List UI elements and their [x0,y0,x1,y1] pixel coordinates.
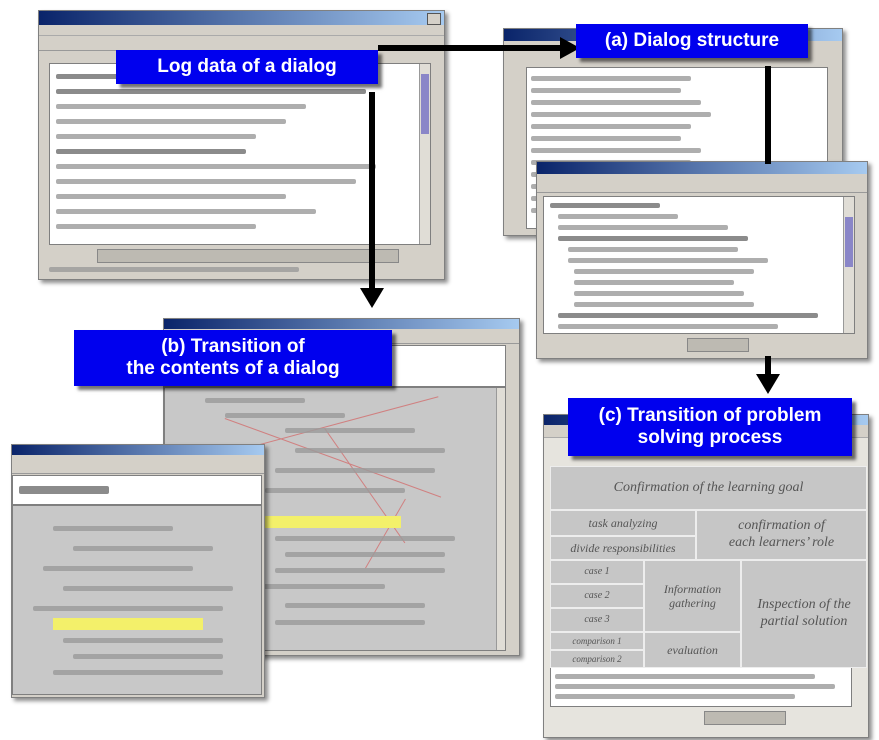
label-dialog-structure: (a) Dialog structure [576,24,808,58]
close-icon[interactable] [427,13,441,25]
info-line2: gathering [669,596,716,610]
arrow-log-to-contents [369,92,375,290]
contents-scrollbar[interactable] [496,388,505,650]
label-contents-transition: (b) Transition of the contents of a dial… [74,330,392,386]
label-contents-line1: (b) Transition of [161,336,305,358]
label-structure-text: (a) Dialog structure [604,30,780,52]
cell-comparison2: comparison 2 [550,650,644,668]
log-button-row[interactable] [97,249,399,263]
problem-button[interactable] [704,711,786,725]
cell-information-gathering: Information gathering [644,560,741,632]
log-scrollbar[interactable] [419,64,430,244]
confirmation-role-line1: confirmation of [738,518,825,534]
label-problem-line1: (c) Transition of problem [598,405,822,427]
log-window-menubar [39,25,444,36]
log-text-pane [49,63,431,245]
label-log-text: Log data of a dialog [157,56,337,78]
inspection-line1: Inspection of the [757,597,851,613]
label-problem-transition: (c) Transition of problem solving proces… [568,398,852,456]
label-problem-line2: solving process [637,427,783,448]
cell-task-analyzing: task analyzing [550,510,696,536]
cell-confirmation-role: confirmation of each learners’ role [696,510,867,560]
info-line1: Information [663,581,722,596]
contents-window-front [11,444,265,698]
cell-comparison1: comparison 1 [550,632,644,650]
contents-graph-pane-front [12,505,262,695]
cell-case1: case 1 [550,560,644,584]
problem-log-pane [550,667,852,707]
structure-button[interactable] [687,338,749,352]
arrow-log-to-structure [378,45,562,51]
inspection-line2: partial solution [760,614,848,629]
cell-case3: case 3 [550,608,644,632]
cell-inspection: Inspection of the partial solution [741,560,867,668]
arrow-head-down-problem [756,374,780,394]
log-window-titlebar [39,11,444,25]
confirmation-role-line2: each learners’ role [728,535,835,550]
arrow-structure-to-problem [765,356,771,376]
structure-tree-pane [543,196,855,334]
label-log-data: Log data of a dialog [116,50,378,84]
structure-scrollbar[interactable] [843,197,854,333]
arrow-structure-line [765,66,771,164]
process-table: Confirmation of the learning goal task a… [550,466,867,668]
arrow-head-right [560,37,580,59]
contents-heading-pane [12,475,262,505]
label-contents-line2: the contents of a dialog [126,358,340,379]
cell-goal: Confirmation of the learning goal [550,466,867,510]
cell-divide: divide responsibilities [550,536,696,560]
cell-evaluation: evaluation [644,632,741,668]
arrow-head-down-contents [360,288,384,308]
structure-window-front [536,161,868,359]
cell-case2: case 2 [550,584,644,608]
